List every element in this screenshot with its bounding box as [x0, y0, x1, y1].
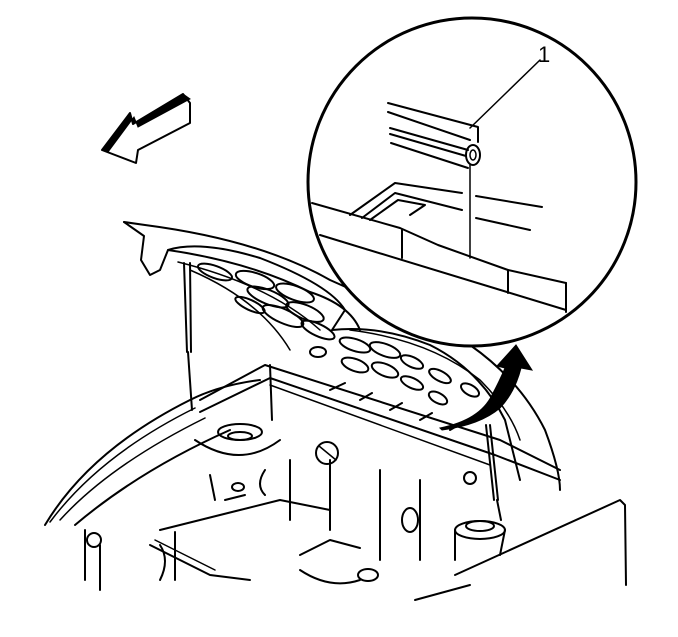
cowl-crossmember — [199, 364, 561, 481]
callout-number-1: 1 — [538, 42, 551, 67]
hood-inner-reinforcement-openings — [196, 262, 481, 406]
raise-hood-arrow-icon — [438, 344, 534, 431]
hood-panel — [123, 221, 561, 491]
detail-view-circle — [306, 16, 638, 348]
right-front-body-panel — [454, 499, 627, 586]
hood-seal-weatherstrip — [387, 102, 481, 169]
callout-leader-line — [469, 59, 541, 129]
left-fender — [44, 379, 261, 591]
engine-compartment — [86, 423, 506, 601]
front-direction-arrow-icon — [101, 93, 191, 164]
